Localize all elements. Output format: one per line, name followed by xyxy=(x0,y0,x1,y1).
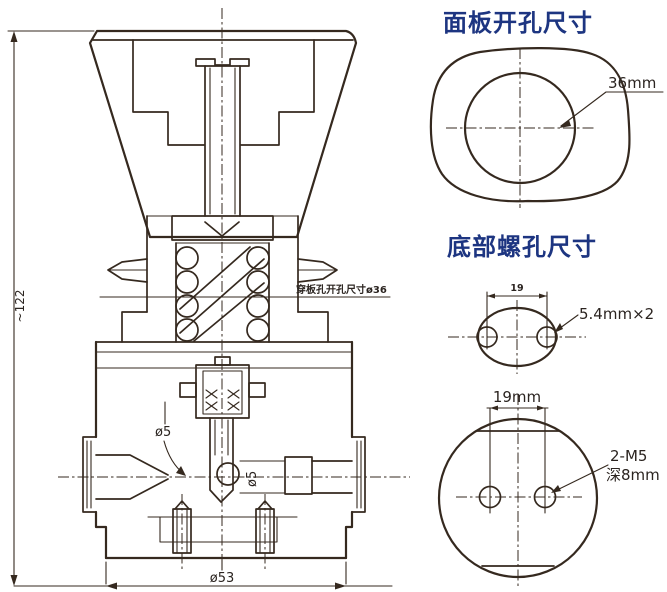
left-port xyxy=(82,436,169,513)
panel-outline xyxy=(429,47,631,203)
knob-outline xyxy=(88,29,358,239)
bottom-screw-title: 底部螺孔尺寸 xyxy=(447,233,597,261)
right-port xyxy=(239,436,366,513)
bracket-spacing-dimension: 19 xyxy=(486,283,548,331)
check-ball xyxy=(216,462,240,486)
bottom-face-diagram: 19mm 2-M5 深8mm xyxy=(437,388,660,588)
body-walls xyxy=(94,340,354,439)
thread-spec-label: 2-M5 xyxy=(610,447,647,465)
spring-seat xyxy=(171,215,274,241)
base-dimension: ø53 xyxy=(13,559,393,590)
orifice-right-label: ø5 xyxy=(245,471,260,487)
height-dim-label: ~122 xyxy=(13,290,27,323)
thread-leader-line xyxy=(552,464,609,493)
screw-centerlines xyxy=(181,494,266,572)
valve-cross-section-drawing: ~122 xyxy=(7,8,410,590)
bottom-face-crosshair xyxy=(456,394,582,588)
thread-depth-label: 深8mm xyxy=(606,466,660,484)
knob-inner-walls xyxy=(132,39,315,146)
orifice-left-label: ø5 xyxy=(155,425,171,440)
adjusting-screw xyxy=(195,58,250,217)
slot-hole-diagram: 19 5.4mm×2 xyxy=(448,283,654,374)
thread-spacing-dimension: 19mm xyxy=(486,388,549,485)
panel-cutout-diagram: 36mm xyxy=(429,47,664,208)
thread-spacing-label: 19mm xyxy=(493,388,541,406)
height-dimension: ~122 xyxy=(7,30,95,586)
base-diameter-label: ø53 xyxy=(210,571,235,586)
panel-crosshair xyxy=(446,48,594,208)
bracket-crosshair xyxy=(448,300,586,374)
spring-seat-notch xyxy=(204,221,240,237)
bonnet-walls xyxy=(146,215,299,313)
bottom-screws xyxy=(172,500,275,554)
panel-leader-line xyxy=(560,91,664,127)
base-block xyxy=(94,510,354,560)
panel-hole-note: 穿板孔开孔尺寸ø36 xyxy=(296,283,387,296)
relief-mechanism xyxy=(179,356,266,503)
panel-cutout-title: 面板开孔尺寸 xyxy=(443,9,593,37)
bracket-holes-label: 5.4mm×2 xyxy=(579,305,654,323)
bracket-spacing-label: 19 xyxy=(510,283,523,294)
diaphragm-flange xyxy=(95,311,353,369)
panel-mount-pins xyxy=(107,258,338,283)
main-spring xyxy=(175,242,270,343)
panel-hole-diameter-label: 36mm xyxy=(608,74,656,92)
orifice-dim-left: ø5 xyxy=(155,401,186,476)
